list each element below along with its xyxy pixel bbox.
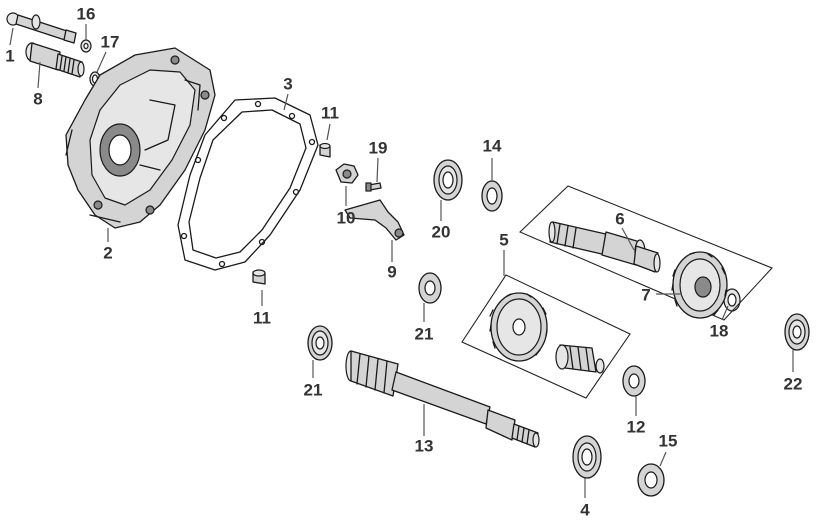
- part-13-bearing: [307, 325, 333, 361]
- callout-19: 19: [368, 138, 388, 158]
- callout-11-lower: 11: [253, 308, 271, 328]
- part-19-bolt: [365, 182, 382, 192]
- callout-4: 13: [414, 436, 434, 456]
- part-4-main-shaft: [345, 350, 540, 448]
- callout-21-upper: 21: [414, 324, 434, 344]
- gear-5-group-box: [461, 274, 631, 399]
- callout-7: 7: [641, 285, 651, 305]
- part-5-pinion: [555, 344, 605, 374]
- part-6-countershaft: [548, 221, 661, 273]
- part-15-seal: [637, 463, 665, 497]
- callout-12: 4: [580, 500, 590, 520]
- callout-6: 6: [615, 209, 625, 229]
- callout-5: 5: [499, 230, 509, 250]
- part-20-bearing: [433, 159, 463, 201]
- callout-21-lower: 12: [626, 417, 646, 437]
- callout-2: 2: [103, 243, 113, 263]
- part-8-threaded-shaft: [25, 42, 85, 78]
- part-10-nut: [335, 163, 359, 184]
- callout-8: 8: [33, 89, 43, 109]
- callout-22: 22: [783, 374, 803, 394]
- part-7-gear: [671, 251, 728, 319]
- callout-13: 21: [303, 380, 323, 400]
- callout-9: 9: [387, 262, 397, 282]
- callout-16: 16: [76, 4, 96, 24]
- part-14-seal: [481, 180, 503, 212]
- part-1-shaft-bolt: [6, 12, 77, 44]
- callout-20: 20: [431, 222, 451, 242]
- callout-17: 17: [100, 32, 120, 52]
- callout-10: 10: [336, 208, 356, 228]
- callout-11-upper: 11: [321, 103, 339, 123]
- part-3-gasket: [177, 97, 319, 271]
- part-22-bearing: [784, 313, 810, 351]
- callout-18: 18: [709, 321, 729, 341]
- callout-1: 1: [5, 46, 15, 66]
- part-11-dowel-pin-upper: [319, 142, 331, 158]
- part-21-bearing-lower: [622, 365, 646, 397]
- part-2-transmission-case: [65, 47, 216, 229]
- leader-lines: [9, 24, 794, 498]
- callout-15: 15: [658, 431, 678, 451]
- shaft-6-7-group-box: [519, 185, 773, 321]
- part-9-lever: [344, 199, 405, 241]
- part-5-driven-gear: [489, 292, 548, 362]
- part-12-bearing: [572, 435, 602, 479]
- part-21-bearing-upper: [418, 272, 442, 304]
- callout-3: 3: [283, 74, 293, 94]
- part-16-washer: [80, 39, 92, 53]
- part-11-dowel-pin-lower: [252, 269, 266, 285]
- callout-14: 14: [482, 136, 502, 156]
